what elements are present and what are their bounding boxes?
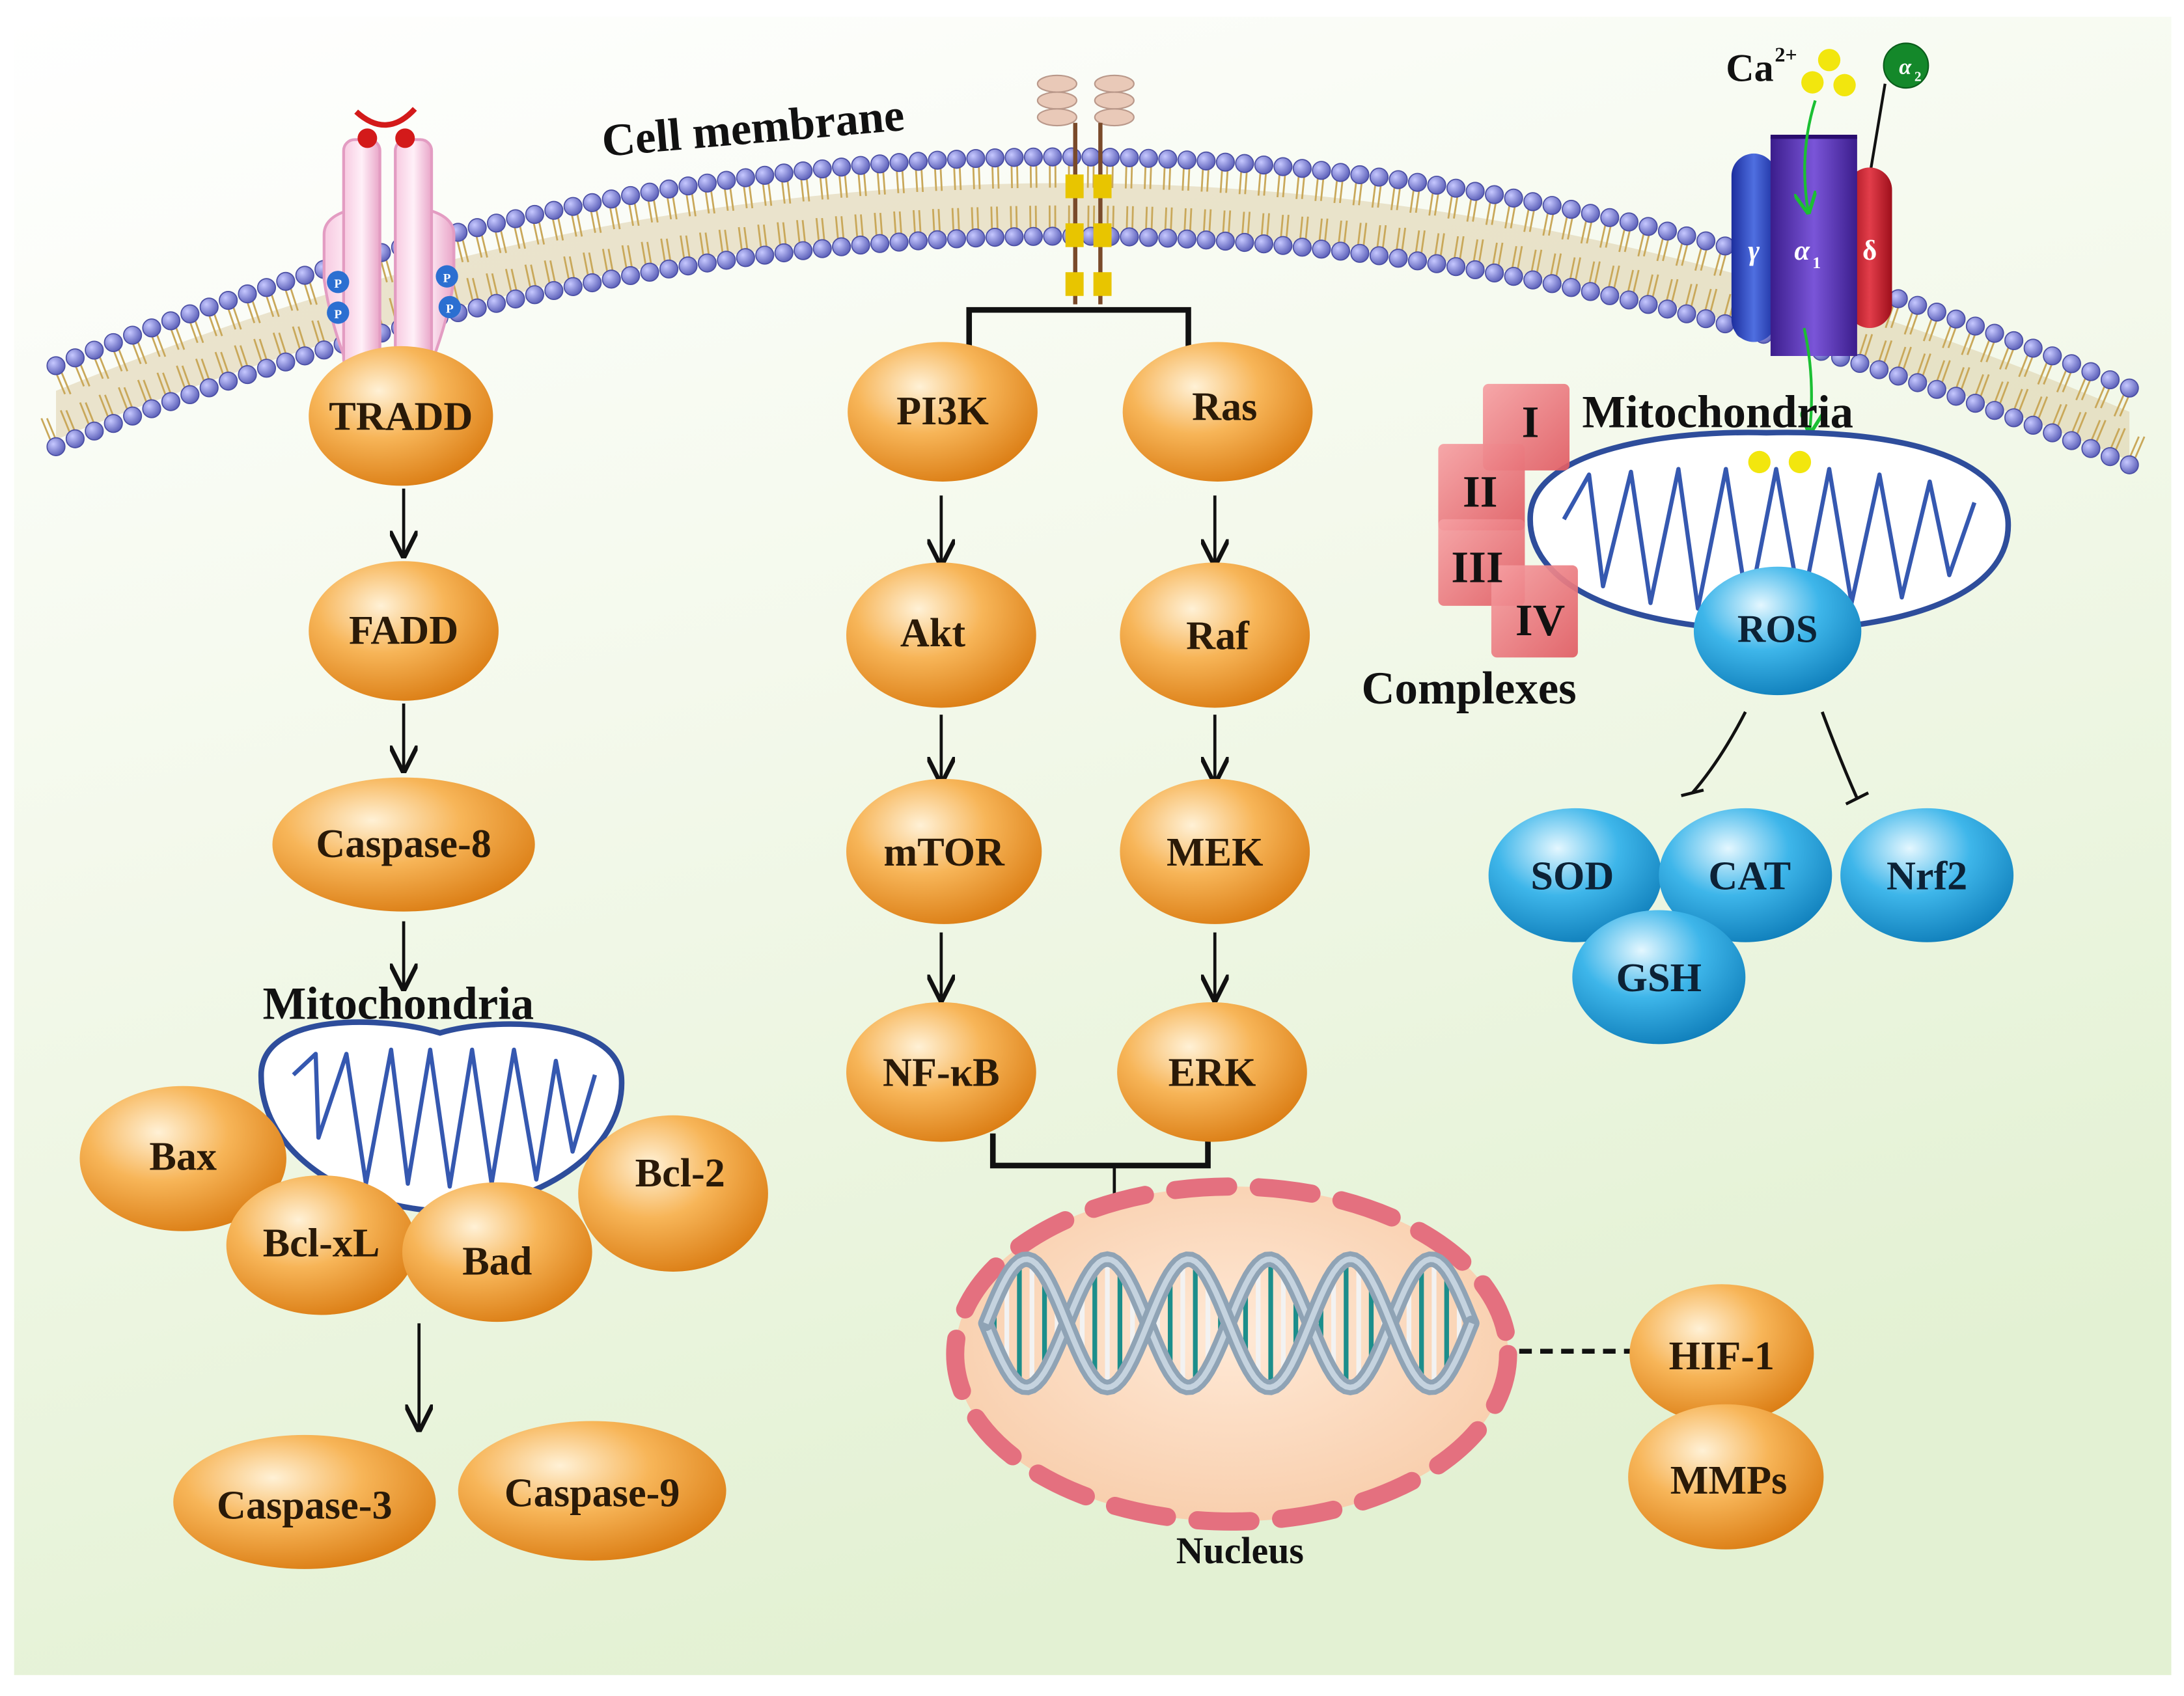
calcium-ion-icon xyxy=(1801,71,1824,94)
node-nrf2: Nrf2 xyxy=(1840,808,2014,942)
node-nrf2-label: Nrf2 xyxy=(1887,854,1967,898)
node-bcl-xl: Bcl-xL xyxy=(226,1175,417,1315)
svg-text:P: P xyxy=(334,308,342,321)
node-gsh-label: GSH xyxy=(1616,956,1702,1000)
cell-membrane xyxy=(40,147,2146,474)
node-raf: Raf xyxy=(1120,562,1310,708)
mitochondria-label-right: Mitochondria xyxy=(1582,387,1853,437)
node-pi3k: PI3K xyxy=(848,342,1038,482)
node-hif-1-label: HIF-1 xyxy=(1669,1334,1775,1378)
phosphate-icon: P xyxy=(435,265,458,288)
node-tradd: TRADD xyxy=(309,346,493,486)
node-ros: ROS xyxy=(1693,566,1862,696)
node-caspase-8-label: Caspase-8 xyxy=(316,822,491,866)
calcium-ion-icon xyxy=(1818,49,1841,72)
node-caspase-9: Caspase-9 xyxy=(458,1421,726,1561)
node-erk: ERK xyxy=(1117,1002,1307,1142)
svg-text:2: 2 xyxy=(1914,68,1922,84)
delta-subunit xyxy=(1847,167,1892,329)
svg-text:γ: γ xyxy=(1748,236,1760,266)
node-fadd: FADD xyxy=(309,561,499,701)
receptor-tyrosine-kinase xyxy=(1036,74,1135,305)
node-nf-kb-label: NF-κB xyxy=(883,1051,1000,1095)
alpha2-subunit xyxy=(1883,42,1929,89)
ligand-icon xyxy=(357,128,378,148)
node-bad: Bad xyxy=(402,1182,592,1322)
complex-3-label: III xyxy=(1451,542,1503,592)
calcium-ion-icon xyxy=(1788,450,1812,474)
node-mek-label: MEK xyxy=(1167,830,1264,875)
node-bad-label: Bad xyxy=(462,1239,532,1283)
calcium-ion-icon xyxy=(1748,450,1771,474)
node-fadd-label: FADD xyxy=(349,609,458,653)
nucleus-label: Nucleus xyxy=(1176,1529,1304,1572)
complexes-label: Complexes xyxy=(1361,663,1576,714)
complex-2-label: II xyxy=(1463,467,1497,517)
node-ros-label: ROS xyxy=(1737,607,1818,651)
node-caspase-8: Caspase-8 xyxy=(272,777,535,912)
node-bcl-2-label: Bcl-2 xyxy=(635,1151,725,1196)
node-mtor-label: mTOR xyxy=(883,830,1005,875)
phosphate-icon: P xyxy=(327,301,350,324)
node-mmps-label: MMPs xyxy=(1670,1458,1788,1503)
mitochondria-label-left: Mitochondria xyxy=(262,979,534,1030)
node-caspase-9-label: Caspase-9 xyxy=(505,1471,680,1515)
svg-text:P: P xyxy=(334,277,342,291)
node-sod: SOD xyxy=(1488,808,1662,942)
phosphate-icon: P xyxy=(327,271,350,294)
node-raf-label: Raf xyxy=(1186,614,1250,658)
node-mek: MEK xyxy=(1120,778,1310,924)
node-ras: Ras xyxy=(1122,342,1313,482)
mitochondrion-right xyxy=(1527,430,2011,634)
node-mtor: mTOR xyxy=(846,778,1042,924)
svg-text:α: α xyxy=(1899,55,1912,79)
node-caspase-3-label: Caspase-3 xyxy=(217,1484,393,1528)
node-bcl-xl-label: Bcl-xL xyxy=(263,1221,380,1265)
node-hif-1: HIF-1 xyxy=(1629,1284,1814,1424)
node-bax-label: Bax xyxy=(149,1134,217,1179)
node-sod-label: SOD xyxy=(1530,854,1614,898)
node-cat: CAT xyxy=(1659,808,1832,942)
calcium-ion-charge: 2+ xyxy=(1775,42,1797,66)
nucleus xyxy=(946,1177,1517,1531)
svg-text:α: α xyxy=(1794,236,1810,266)
node-caspase-3: Caspase-3 xyxy=(173,1434,436,1569)
alpha1-subunit xyxy=(1770,137,1857,356)
node-nf-kb: NF-κB xyxy=(846,1002,1036,1142)
node-cat-label: CAT xyxy=(1708,854,1791,898)
node-gsh: GSH xyxy=(1572,910,1746,1045)
gamma-subunit xyxy=(1731,153,1776,342)
node-bax: Bax xyxy=(79,1086,286,1231)
node-akt-label: Akt xyxy=(900,611,965,655)
complex-4-label: IV xyxy=(1515,595,1565,645)
phosphate-icon: P xyxy=(438,295,462,319)
ligand-icon xyxy=(395,128,415,148)
calcium-ion-label: Ca xyxy=(1726,46,1773,89)
dna-helix-icon xyxy=(978,1251,1480,1396)
svg-text:1: 1 xyxy=(1812,253,1821,272)
node-pi3k-label: PI3K xyxy=(896,389,989,433)
electron-transport-complexes: I II III IV xyxy=(1438,383,1578,658)
complex-1-label: I xyxy=(1522,397,1540,446)
node-mmps: MMPs xyxy=(1628,1404,1824,1550)
calcium-ion-icon xyxy=(1833,74,1856,96)
svg-text:P: P xyxy=(446,302,454,316)
node-tradd-label: TRADD xyxy=(329,395,473,439)
node-bcl-2: Bcl-2 xyxy=(578,1115,768,1272)
calcium-channel: α 2 γ δ α 1 Ca 2+ xyxy=(1726,42,1929,433)
svg-text:δ: δ xyxy=(1862,236,1877,266)
death-receptor: P P P P xyxy=(322,107,462,372)
node-ras-label: Ras xyxy=(1192,385,1257,430)
node-erk-label: ERK xyxy=(1168,1051,1256,1095)
svg-text:P: P xyxy=(443,271,451,285)
node-akt: Akt xyxy=(846,562,1036,708)
